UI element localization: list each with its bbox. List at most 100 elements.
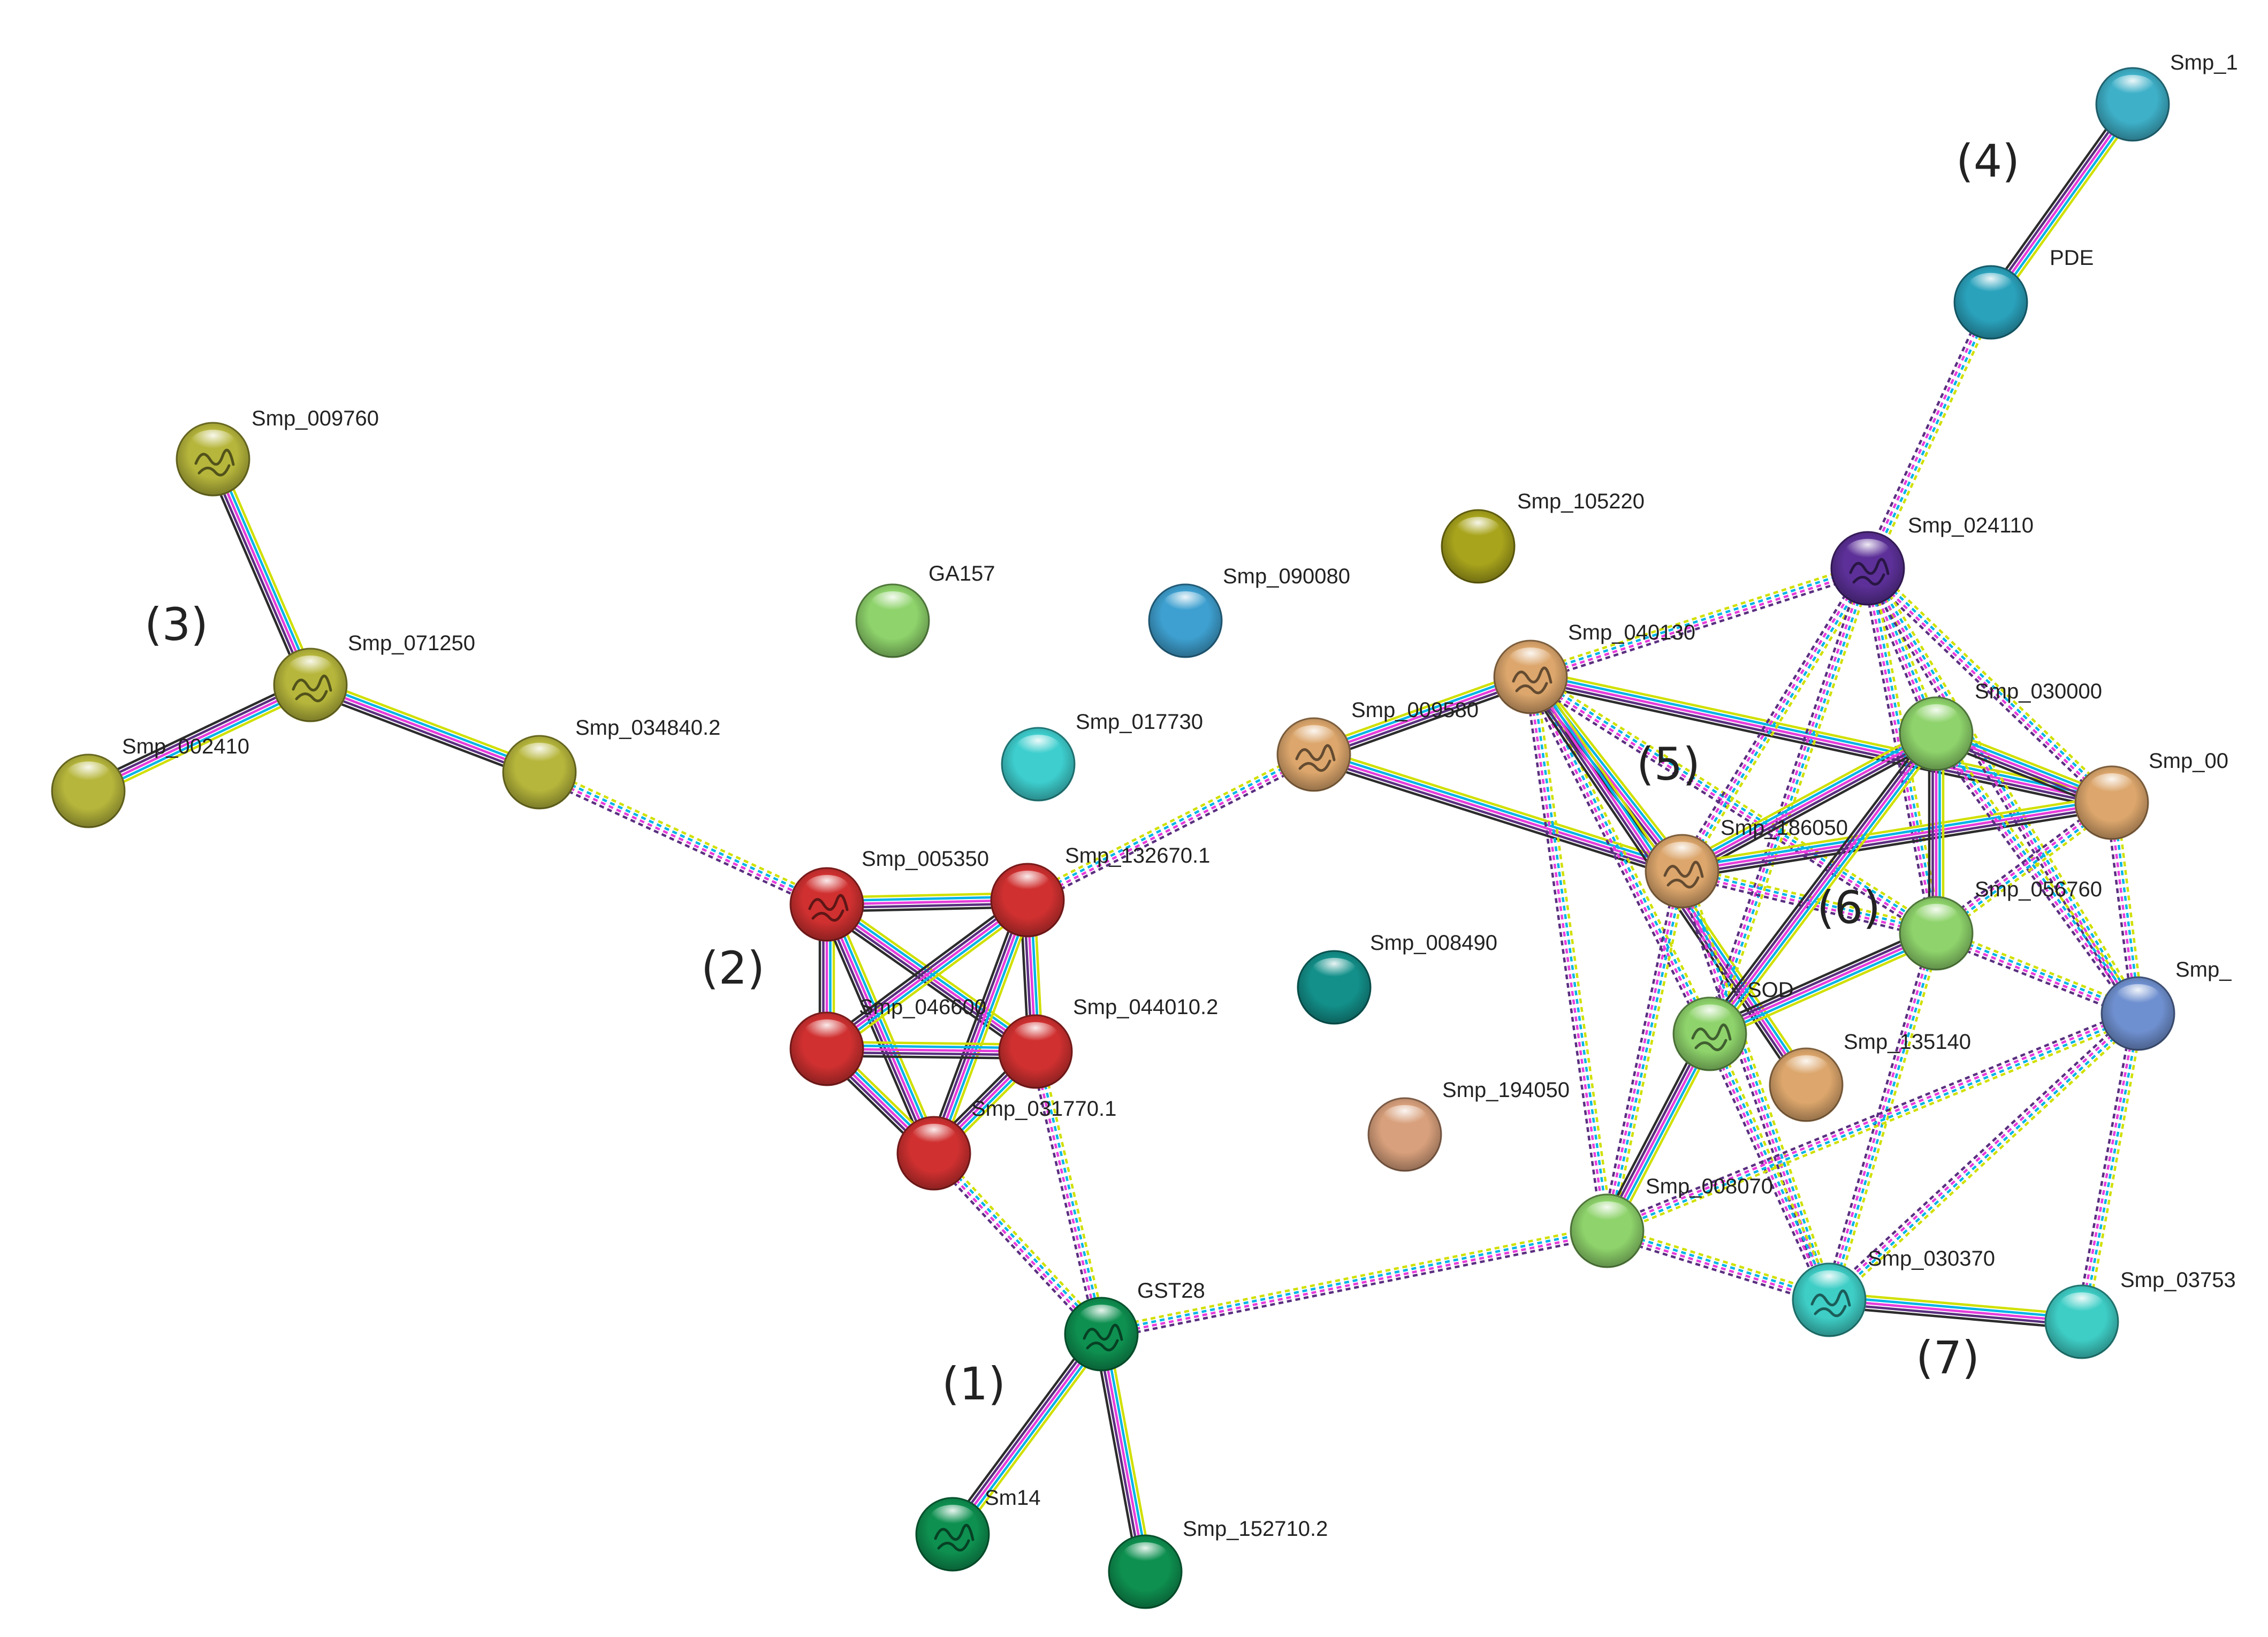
- node-highlight: [2089, 773, 2135, 800]
- node-smp_031770_1[interactable]: Smp_031770.1: [896, 1097, 1116, 1191]
- node-label: Smp_009580: [1351, 698, 1479, 722]
- node-label: Smp_017730: [1076, 710, 1203, 734]
- edge-strand: [1679, 729, 1935, 870]
- node-label: Smp_024110: [1908, 514, 2034, 537]
- edge-strand: [1683, 808, 2113, 880]
- node-smp_030000[interactable]: Smp_030000: [1899, 680, 2102, 771]
- edge-strand: [946, 1329, 1097, 1531]
- edge-strand: [1861, 569, 1932, 935]
- node-smp_044010_2[interactable]: Smp_044010.2: [998, 995, 1218, 1089]
- node-smp_002410[interactable]: Smp_002410: [51, 735, 249, 828]
- edge-strand: [2086, 1014, 2144, 1323]
- node-smp_135140[interactable]: Smp_135140: [1769, 1030, 1971, 1122]
- edge-strand: [952, 1333, 1102, 1535]
- node-label: GST28: [1137, 1279, 1205, 1303]
- edge-strand: [1532, 669, 2114, 797]
- node-smp_03753[interactable]: Smp_03753: [2044, 1268, 2236, 1359]
- node-smp_152710_2[interactable]: Smp_152710.2: [1108, 1517, 1328, 1609]
- edge-strand: [1026, 752, 1314, 900]
- node-sod[interactable]: SOD: [1672, 978, 1794, 1071]
- edge-smp_blue-smp_03753: [2075, 1012, 2144, 1323]
- edge-strand: [828, 902, 1031, 1053]
- node-smp_040130[interactable]: Smp_040130: [1493, 621, 1695, 714]
- node-smp_024110[interactable]: Smp_024110: [1830, 514, 2034, 606]
- node-highlight: [1913, 704, 1959, 730]
- node-highlight: [1806, 1270, 1852, 1297]
- node-smp_009760[interactable]: Smp_009760: [176, 407, 379, 497]
- edge-strand: [1315, 682, 1534, 763]
- node-ga157[interactable]: GA157: [855, 562, 995, 658]
- edge-strand: [1995, 108, 2140, 307]
- node-highlight: [1968, 272, 2014, 299]
- edge-strand: [828, 902, 939, 1153]
- edge-strand: [1713, 1031, 1835, 1298]
- edge-strand: [1681, 798, 2112, 869]
- node-smp_008070[interactable]: Smp_008070: [1570, 1175, 1773, 1268]
- node-smp_017730[interactable]: Smp_017730: [1001, 710, 1203, 802]
- node-highlight: [516, 742, 562, 769]
- edge-strand: [1527, 677, 1607, 1231]
- edge-strand: [311, 680, 542, 771]
- edge-strand: [1531, 568, 1869, 680]
- edge-strand: [1604, 1007, 2137, 1228]
- edge-strand: [1311, 669, 1529, 749]
- edge-strand: [1865, 301, 1991, 568]
- node-smp_132670_1[interactable]: Smp_132670.1: [990, 844, 1210, 938]
- node-highlight: [1311, 957, 1357, 984]
- edge-gst28-sm14: [946, 1329, 1108, 1540]
- edge-strand: [1314, 750, 1684, 869]
- edge-strand: [957, 1337, 1108, 1540]
- edge-strand: [1604, 870, 1682, 1231]
- edge-strand: [1823, 931, 1932, 1299]
- node-smp_194050[interactable]: Smp_194050: [1367, 1078, 1570, 1172]
- edge-strand: [1871, 565, 2144, 1012]
- edge-smp_034840_2-smp_005350: [536, 766, 830, 910]
- node-pde[interactable]: PDE: [1953, 246, 2094, 340]
- edge-strand: [1706, 730, 1935, 1033]
- edge-strand: [832, 901, 942, 1151]
- node-smp_009580[interactable]: Smp_009580: [1276, 698, 1479, 792]
- node-smp_186050[interactable]: Smp_186050: [1645, 816, 1848, 909]
- edge-strand: [1832, 1016, 2143, 1305]
- edge-strand: [1680, 794, 2111, 866]
- node-smp_105220[interactable]: Smp_105220: [1441, 490, 1645, 584]
- node-smp_005350[interactable]: Smp_005350: [789, 847, 989, 942]
- node-smp_071250[interactable]: Smp_071250: [273, 631, 475, 722]
- node-highlight: [2115, 984, 2161, 1010]
- edge-strand: [1527, 680, 1934, 939]
- edge-gst28-smp_008070: [1100, 1224, 1609, 1341]
- edge-strand: [1530, 675, 2112, 804]
- edge-smp_056760-smp_030370: [1823, 931, 1943, 1302]
- node-gst28[interactable]: GST28: [1064, 1279, 1205, 1372]
- cluster-label-6: (6): [1817, 881, 1881, 934]
- node-smp_030370[interactable]: Smp_030370: [1792, 1247, 1995, 1337]
- edge-strand: [310, 683, 540, 774]
- node-smp_090080[interactable]: Smp_090080: [1148, 565, 1350, 658]
- edge-strand: [1868, 302, 1993, 570]
- edge-strand: [822, 905, 932, 1155]
- node-highlight: [1584, 1201, 1630, 1228]
- node-sm14[interactable]: Sm14: [915, 1486, 1041, 1572]
- node-smp_1[interactable]: Smp_1: [2095, 51, 2238, 142]
- node-label: Smp_031770.1: [971, 1097, 1116, 1121]
- node-label: Smp_056760: [1975, 878, 2102, 901]
- node-label: Smp_002410: [122, 735, 249, 758]
- edge-strand: [825, 904, 935, 1154]
- edge-strand: [1028, 755, 1315, 903]
- node-smp_blue[interactable]: Smp_: [2100, 958, 2232, 1051]
- node-smp_00x[interactable]: Smp_00: [2074, 749, 2228, 840]
- edge-strand: [954, 1335, 1106, 1537]
- edge-smp_009760-smp_071250: [205, 455, 318, 689]
- cluster-label-1: (1): [942, 1358, 1006, 1410]
- edge-strand: [926, 897, 1022, 1152]
- edge-smp_186050-smp_008070: [1601, 870, 1688, 1232]
- edge-strand: [929, 898, 1026, 1153]
- node-smp_008490[interactable]: Smp_008490: [1297, 931, 1497, 1025]
- node-smp_034840_2[interactable]: Smp_034840.2: [502, 716, 720, 810]
- node-smp_056760[interactable]: Smp_056760: [1899, 878, 2102, 971]
- node-label: Smp_135140: [1844, 1030, 1971, 1054]
- edge-strand: [1708, 929, 1936, 1032]
- edge-strand: [1829, 1295, 2082, 1320]
- node-smp_046600[interactable]: Smp_046600: [789, 995, 986, 1086]
